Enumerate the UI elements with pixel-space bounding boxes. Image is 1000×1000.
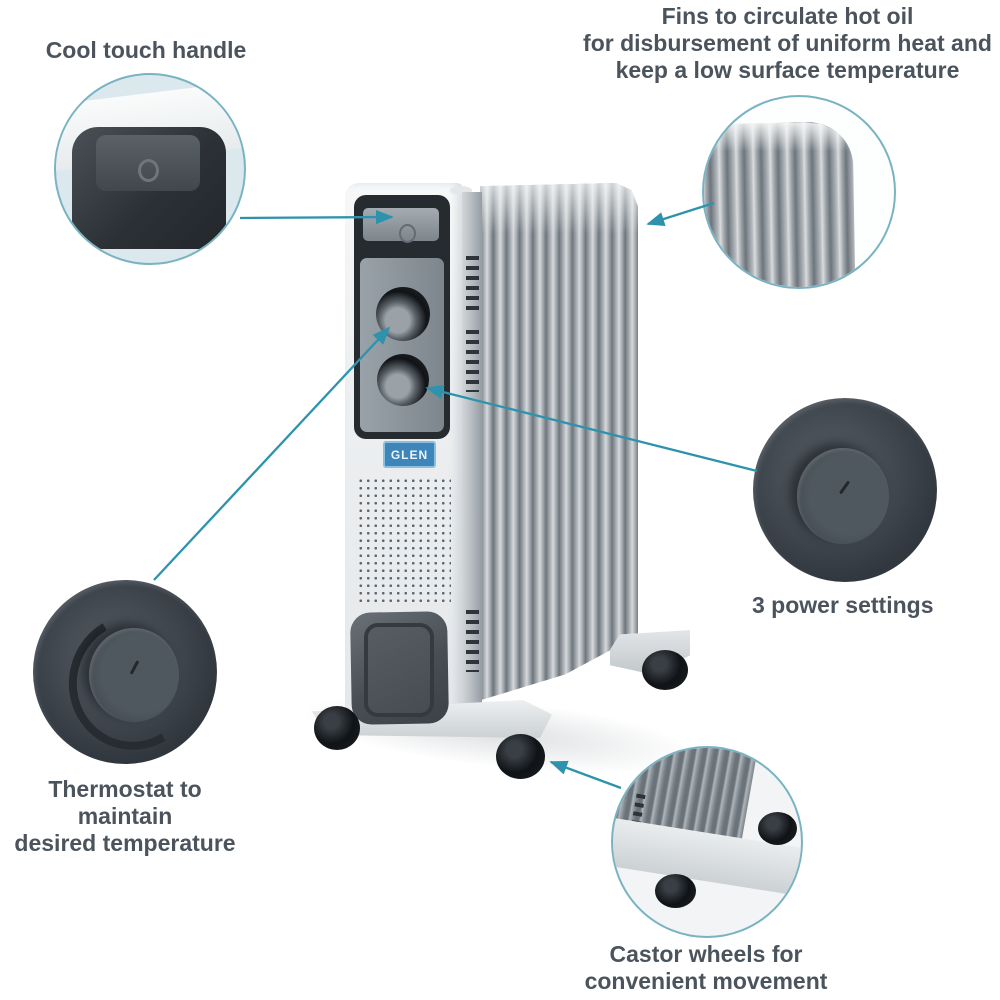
- power-setting-knob: [377, 354, 429, 406]
- brand-logo: GLEN: [383, 441, 436, 468]
- heater-top-cap-detail: [450, 186, 472, 195]
- side-vent-slots: [466, 256, 479, 316]
- side-vent-slots: [466, 610, 479, 672]
- label-text: 3 power settings: [752, 592, 934, 618]
- arrow-handle: [239, 209, 394, 225]
- heater-fins: [480, 183, 638, 701]
- label-text: Thermostat to maintain: [48, 776, 202, 829]
- castor-wheel-left: [314, 706, 360, 750]
- label-text: desired temperature: [14, 830, 236, 856]
- wheels-zoom-wheel-left: [655, 874, 696, 908]
- label-fins: Fins to circulate hot oil for disburseme…: [565, 3, 1000, 84]
- thermostat-knob-face: [89, 628, 179, 722]
- label-text: Cool touch handle: [45, 37, 247, 63]
- label-text: for disbursement of uniform heat and: [583, 30, 992, 56]
- label-text: Fins to circulate hot oil: [661, 3, 914, 29]
- fins-zoom-highlight: [704, 123, 854, 287]
- heater-side-edge: [462, 192, 482, 712]
- label-thermostat: Thermostat to maintain desired temperatu…: [0, 776, 250, 857]
- fins-zoom-circle: [702, 95, 896, 289]
- label-power-settings: 3 power settings: [752, 592, 937, 619]
- handle-zoom-indicator: [138, 159, 159, 182]
- castor-wheel-right: [642, 650, 688, 690]
- label-castor-wheels: Castor wheels for convenient movement: [556, 941, 856, 995]
- wheels-zoom-circle: [611, 746, 803, 938]
- label-text: convenient movement: [584, 968, 828, 994]
- label-cool-touch-handle: Cool touch handle: [40, 37, 252, 64]
- power-knob-face: [797, 448, 889, 544]
- label-text: Castor wheels for: [609, 941, 803, 967]
- arrow-thermostat: [153, 326, 391, 581]
- indicator-light: [399, 224, 416, 243]
- heater-fins-top-highlight: [480, 183, 638, 243]
- cord-storage-pocket-inner: [364, 623, 434, 717]
- castor-wheel-front: [496, 734, 545, 779]
- side-vent-slots: [466, 330, 479, 392]
- thermostat-knob-zoom-circle: [33, 580, 217, 764]
- label-text: keep a low surface temperature: [615, 57, 960, 83]
- power-knob-zoom-circle: [753, 398, 937, 582]
- brand-logo-text: GLEN: [390, 447, 429, 462]
- front-grille: [357, 477, 451, 604]
- handle-zoom-circle: [54, 73, 246, 265]
- wheels-zoom-wheel-right: [758, 812, 797, 845]
- arrow-fins: [646, 201, 715, 226]
- arrow-power: [425, 384, 758, 473]
- arrow-wheels: [549, 760, 622, 790]
